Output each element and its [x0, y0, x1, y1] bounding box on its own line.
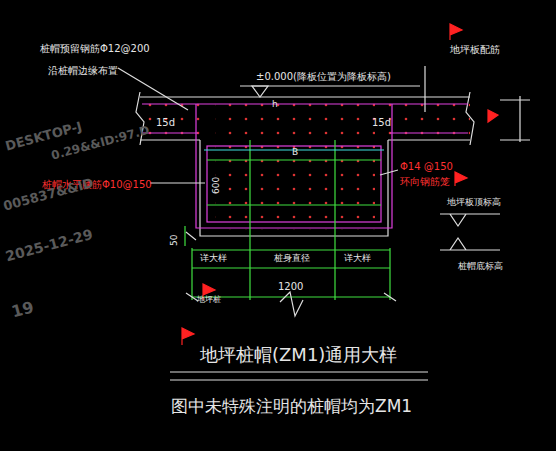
annotation: 沿桩帽边缘布置 [48, 66, 118, 76]
annotation: 详大样 [200, 254, 227, 263]
annotation: 桩帽底标高 [458, 262, 503, 271]
watermark: 19 [10, 299, 36, 320]
annotation: Φ14 @150 [400, 162, 453, 172]
annotation: h [272, 100, 278, 109]
drawing-title: 地坪桩帽(ZM1)通用大样 [200, 346, 397, 364]
annotation: 1200 [278, 282, 303, 292]
annotation: 桩帽预留钢筋Φ12@200 [40, 44, 150, 54]
annotation: B [292, 148, 298, 157]
annotation: 15d [372, 118, 391, 128]
annotation: 详大样 [344, 254, 371, 263]
annotation: 15d [156, 118, 175, 128]
drawing-caption: 图中未特殊注明的桩帽均为ZM1 [171, 398, 412, 415]
annotation: 50 [170, 235, 179, 246]
annotation: 地坪板顶标高 [447, 198, 501, 207]
annotation: 地坪板配筋 [450, 45, 500, 55]
annotation: 600 [212, 177, 221, 194]
annotation: 地坪桩 [197, 296, 221, 304]
annotation: 环向钢筋笼 [400, 177, 450, 187]
annotation: ±0.000(降板位置为降板标高) [256, 72, 391, 82]
watermark: 2025-12-29 [4, 227, 94, 264]
annotation: 桩身直径 [274, 254, 310, 263]
